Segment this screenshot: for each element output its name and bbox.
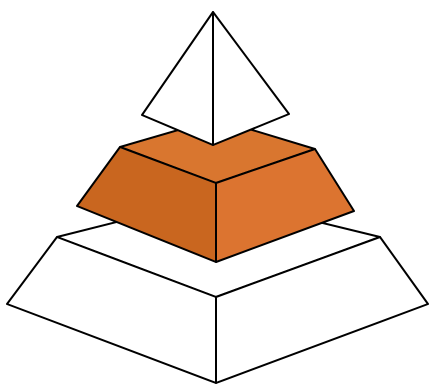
pyramid-tier-top bbox=[142, 12, 289, 145]
tier-top-left-face bbox=[142, 12, 213, 145]
tier-top-right-face bbox=[213, 12, 289, 145]
